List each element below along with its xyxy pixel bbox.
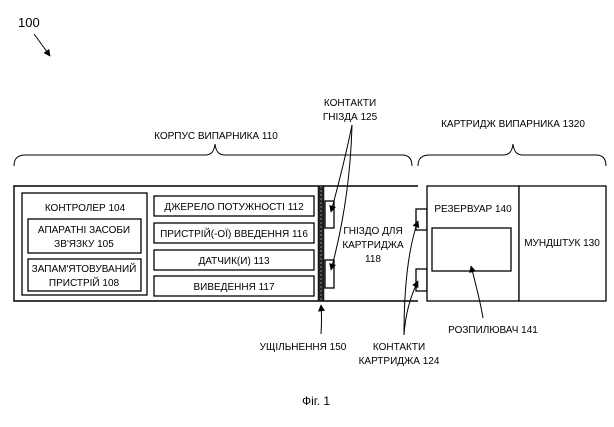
socket-contacts-label-1: КОНТАКТИ bbox=[324, 98, 376, 109]
memory-label-2: ПРИСТРІЙ 108 bbox=[49, 276, 120, 289]
figure-caption: Фіг. 1 bbox=[302, 394, 330, 408]
cartridge-contact-top bbox=[415, 208, 428, 231]
cartridge-socket-label-1: ГНІЗДО ДЛЯ bbox=[343, 226, 402, 237]
input-device-label: ПРИСТРІЙ(-ОЇ) ВВЕДЕННЯ 116 bbox=[160, 227, 308, 240]
cartridge-contact-bottom bbox=[415, 268, 428, 292]
socket-contacts-arrow-bottom bbox=[329, 124, 353, 271]
comm-hardware-label-1: АПАРАТНІ ЗАСОБИ bbox=[38, 225, 130, 236]
cartridge-contacts-arrow-bottom bbox=[403, 280, 419, 336]
atomizer-box bbox=[431, 227, 512, 272]
body-brace-label: КОРПУС ВИПАРНИКА 110 bbox=[154, 131, 278, 142]
sensors-label: ДАТЧИК(И) 113 bbox=[198, 256, 269, 267]
atomizer-arrow bbox=[469, 265, 484, 319]
reservoir-label: РЕЗЕРВУАР 140 bbox=[434, 204, 512, 215]
cartridge-socket-label-3: 118 bbox=[365, 254, 381, 265]
mouthpiece-label: МУНДШТУК 130 bbox=[524, 238, 600, 249]
memory-box bbox=[27, 258, 142, 292]
output-label: ВИВЕДЕННЯ 117 bbox=[193, 282, 274, 293]
output-box bbox=[153, 275, 315, 297]
controller-label: КОНТРОЛЕР 104 bbox=[45, 203, 126, 214]
cartridge-brace bbox=[417, 143, 607, 167]
body-brace bbox=[13, 143, 413, 167]
seal-label: УЩІЛЬНЕННЯ 150 bbox=[260, 342, 347, 353]
socket-contact-bottom bbox=[324, 259, 335, 289]
power-source-label: ДЖЕРЕЛО ПОТУЖНОСТІ 112 bbox=[164, 202, 304, 213]
figure-ref-label: 100 bbox=[18, 15, 40, 30]
sensors-box bbox=[153, 249, 315, 271]
cartridge-socket-label-2: КАРТРИДЖА bbox=[342, 240, 404, 251]
socket-contacts-arrow-top bbox=[329, 124, 353, 213]
input-device-box bbox=[153, 222, 315, 244]
comm-hardware-label-2: ЗВ'ЯЗКУ 105 bbox=[54, 239, 114, 250]
comm-hardware-box bbox=[27, 218, 142, 254]
cartridge-brace-label: КАРТРИДЖ ВИПАРНИКА 1320 bbox=[441, 119, 585, 130]
socket-contact-top bbox=[324, 200, 335, 229]
cartridge-contacts-label-1: КОНТАКТИ bbox=[373, 342, 425, 353]
device-body-outline bbox=[13, 185, 418, 302]
memory-label-1: ЗАПАМ'ЯТОВУВАНИЙ bbox=[32, 262, 137, 275]
figure-ref-arrow bbox=[33, 33, 51, 57]
atomizer-label: РОЗПИЛЮВАЧ 141 bbox=[448, 325, 538, 336]
power-source-box bbox=[153, 195, 315, 217]
socket-contacts-label-2: ГНІЗДА 125 bbox=[323, 112, 378, 123]
mouthpiece-box bbox=[518, 185, 607, 302]
seal-arrow bbox=[317, 304, 325, 335]
cartridge-contacts-label-2: КАРТРИДЖА 124 bbox=[359, 356, 440, 367]
cartridge-contacts-arrow-top bbox=[403, 220, 420, 336]
